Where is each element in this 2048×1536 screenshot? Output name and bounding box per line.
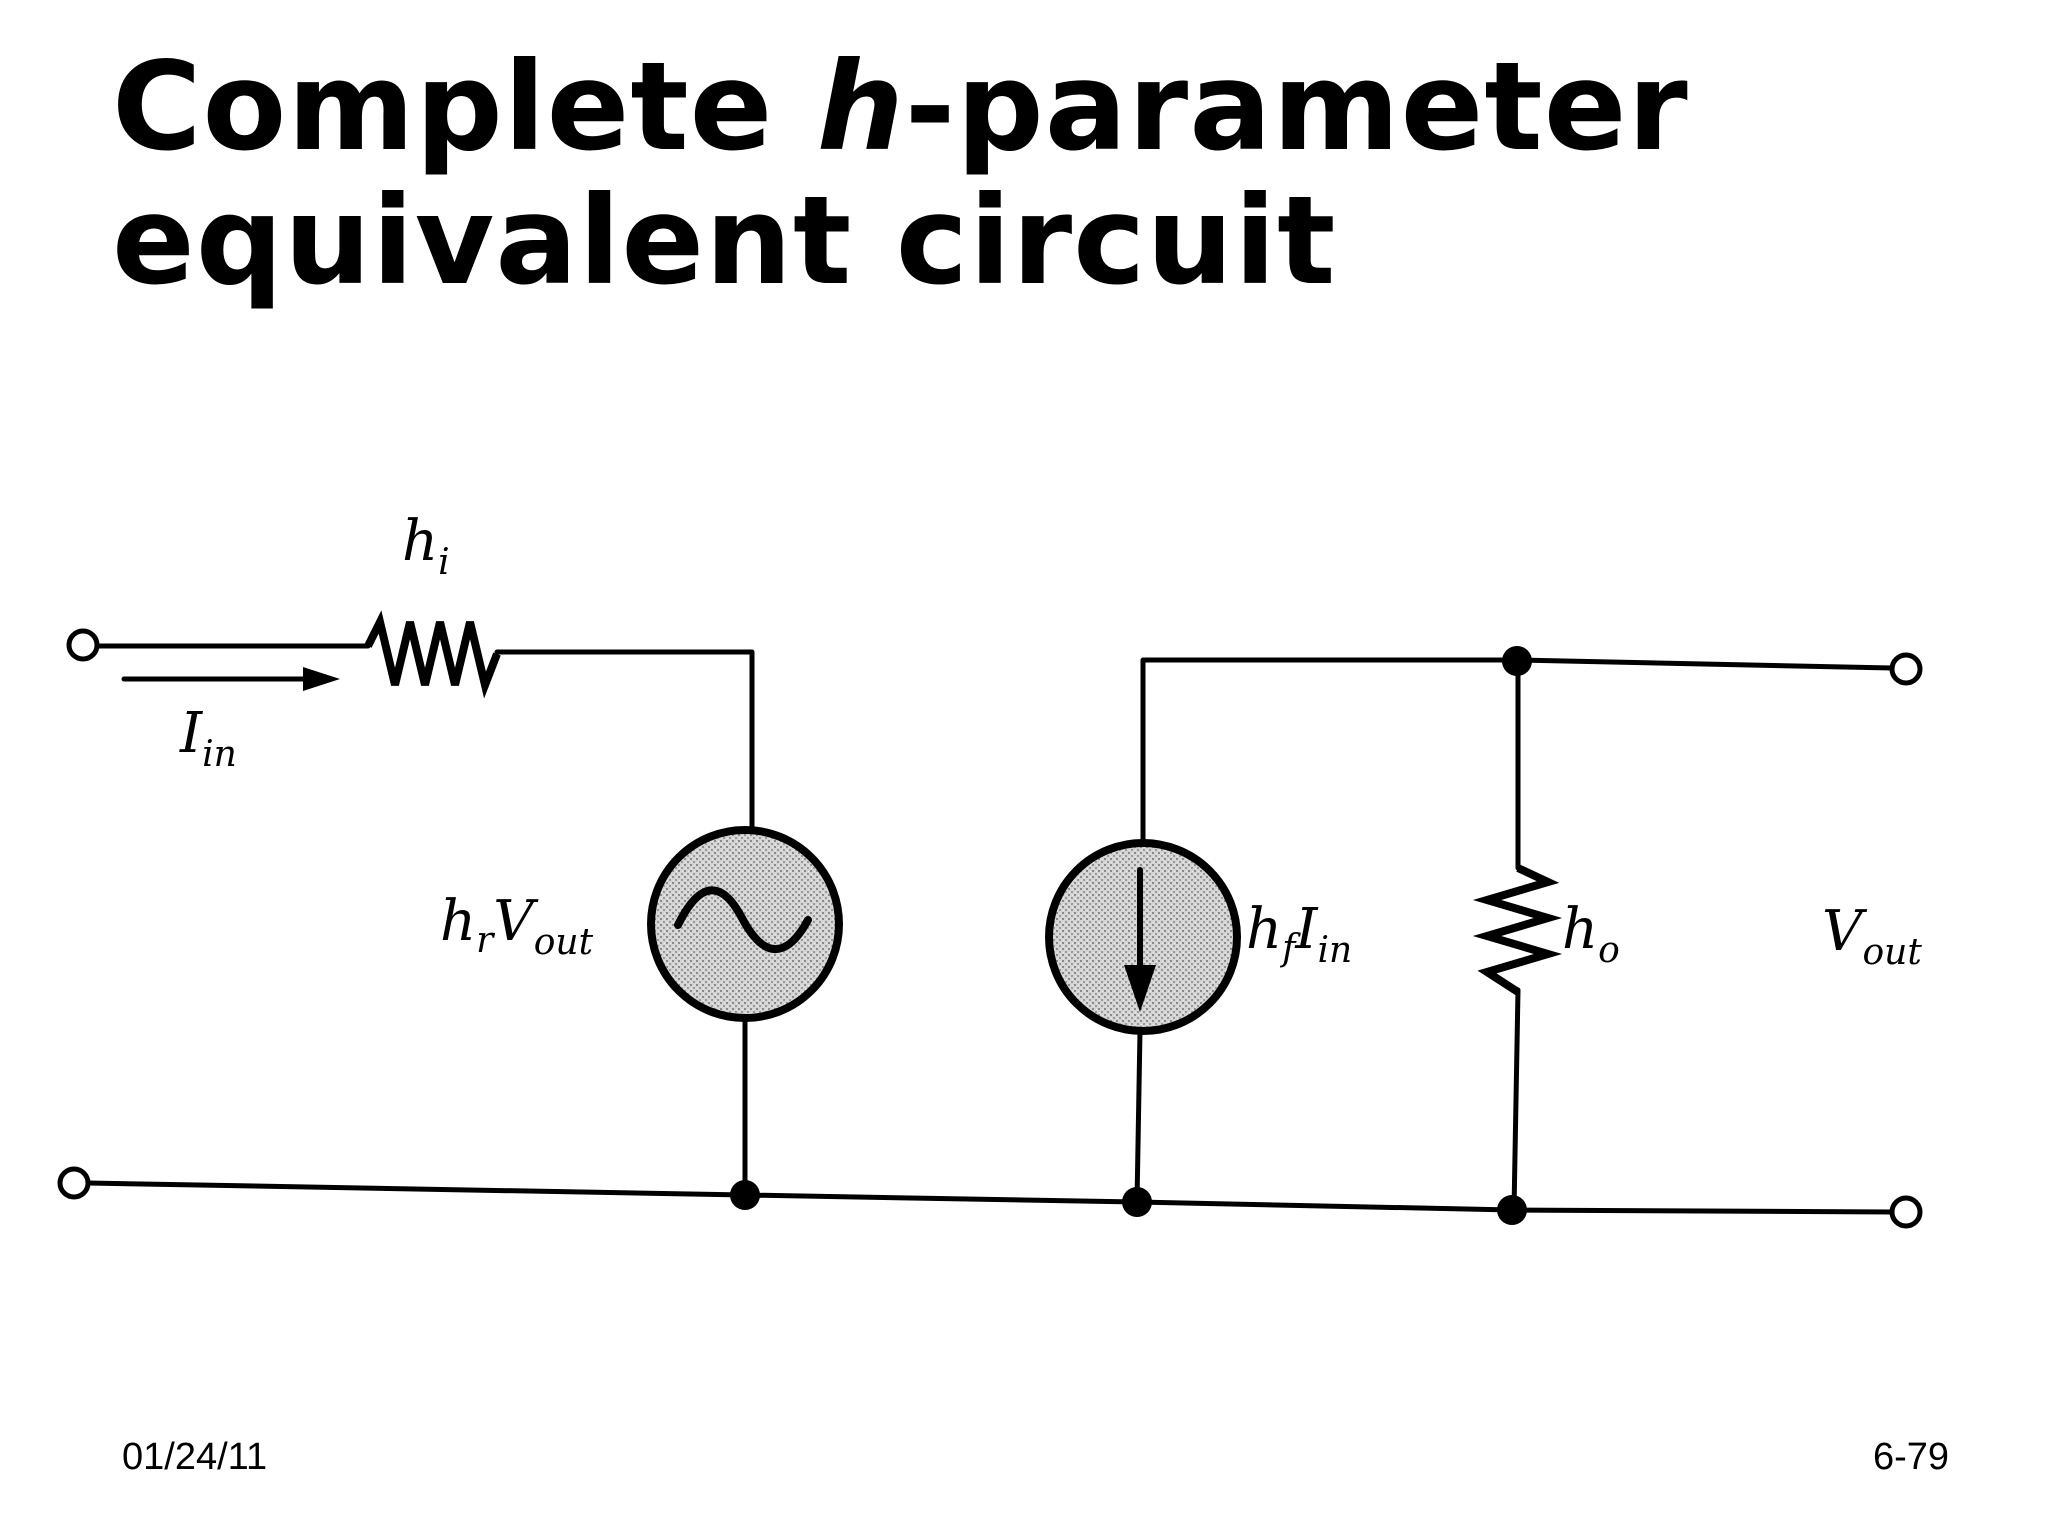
label-vout: Vout [1822,899,1922,973]
title-line-1: Complete h-parameter [112,40,1689,174]
label-iin: Iin [179,701,237,775]
input-terminal-top [66,628,100,662]
title-prefix: Complete [112,36,817,178]
title-suffix: -parameter [904,36,1689,178]
footer-date: 01/24/11 [122,1436,268,1478]
junction-node [1122,1187,1152,1217]
junction-node [730,1180,760,1210]
label-hr-vout: hrVout [440,889,594,963]
wire-isource-bottom [1134,1028,1143,1205]
footer-page-number: 6-79 [1872,1436,1949,1478]
hi-resistor [364,610,501,699]
iin-arrow-head [303,667,340,691]
title-italic-h: h [816,36,905,178]
arrow-down-icon [1124,965,1156,1012]
wire-hi-to-vsource [494,649,755,833]
junction-node [1502,646,1532,676]
output-terminal-bottom [1889,1195,1923,1229]
wire-ho-bottom [1511,987,1521,1213]
label-ho: ho [1562,897,1620,971]
wire-bottom [85,1180,1895,1215]
wire-output-top [1514,657,1895,671]
input-terminal-bottom [57,1166,91,1200]
title-line-2: equivalent circuit [112,170,1337,312]
label-hi: hi [402,509,450,583]
junction-node [1497,1195,1527,1225]
wire-isource-top [1140,657,1520,846]
slide-title: Complete h-parameter equivalent circuit [112,40,1689,308]
ac-sine-icon [674,886,812,954]
ho-resistor [1472,864,1563,996]
output-terminal-top [1889,652,1923,686]
label-hf-iin: hfIin [1246,897,1352,971]
